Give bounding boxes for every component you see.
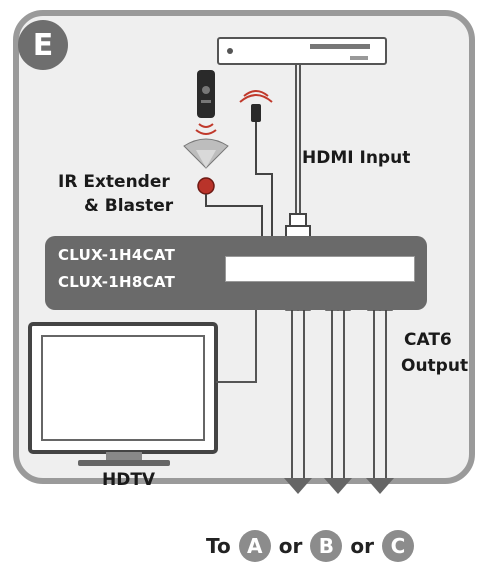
ir-blaster-label: & Blaster	[84, 196, 174, 216]
ir-extender-cable	[255, 122, 273, 240]
model-name-2: CLUX-1H8CAT	[58, 273, 176, 291]
or-label: or	[278, 534, 303, 558]
hdmi-input-label: HDMI Input	[302, 148, 411, 168]
hdtv-cable	[216, 306, 257, 383]
device-panel-slot	[225, 256, 415, 282]
hdtv-label: HDTV	[102, 470, 156, 490]
ir-extender-label: IR Extender	[58, 172, 170, 192]
destination-b-badge: B	[310, 530, 343, 562]
cat6-output-cables	[291, 310, 387, 478]
output-label: Output	[401, 356, 469, 376]
ir-blaster-icon	[197, 177, 215, 195]
ir-blaster-cable	[205, 194, 263, 240]
step-badge: E	[18, 20, 68, 70]
model-name-1: CLUX-1H4CAT	[58, 246, 176, 264]
hdtv-icon	[28, 322, 218, 466]
source-device-icon	[217, 37, 387, 65]
destination-c-badge: C	[381, 530, 414, 562]
remote-icon	[197, 70, 215, 118]
arrow-icons	[284, 478, 394, 494]
ir-signal-icon	[195, 123, 217, 135]
ir-extender-icon	[239, 90, 273, 122]
destination-legend: To A or B or C	[206, 530, 414, 562]
ir-receiver-icon	[183, 138, 229, 169]
or-label: or	[350, 534, 374, 558]
to-label: To	[206, 534, 231, 558]
hdmi-input-cable	[285, 64, 311, 241]
cat6-label: CAT6	[404, 330, 452, 350]
destination-a-badge: A	[238, 530, 271, 562]
